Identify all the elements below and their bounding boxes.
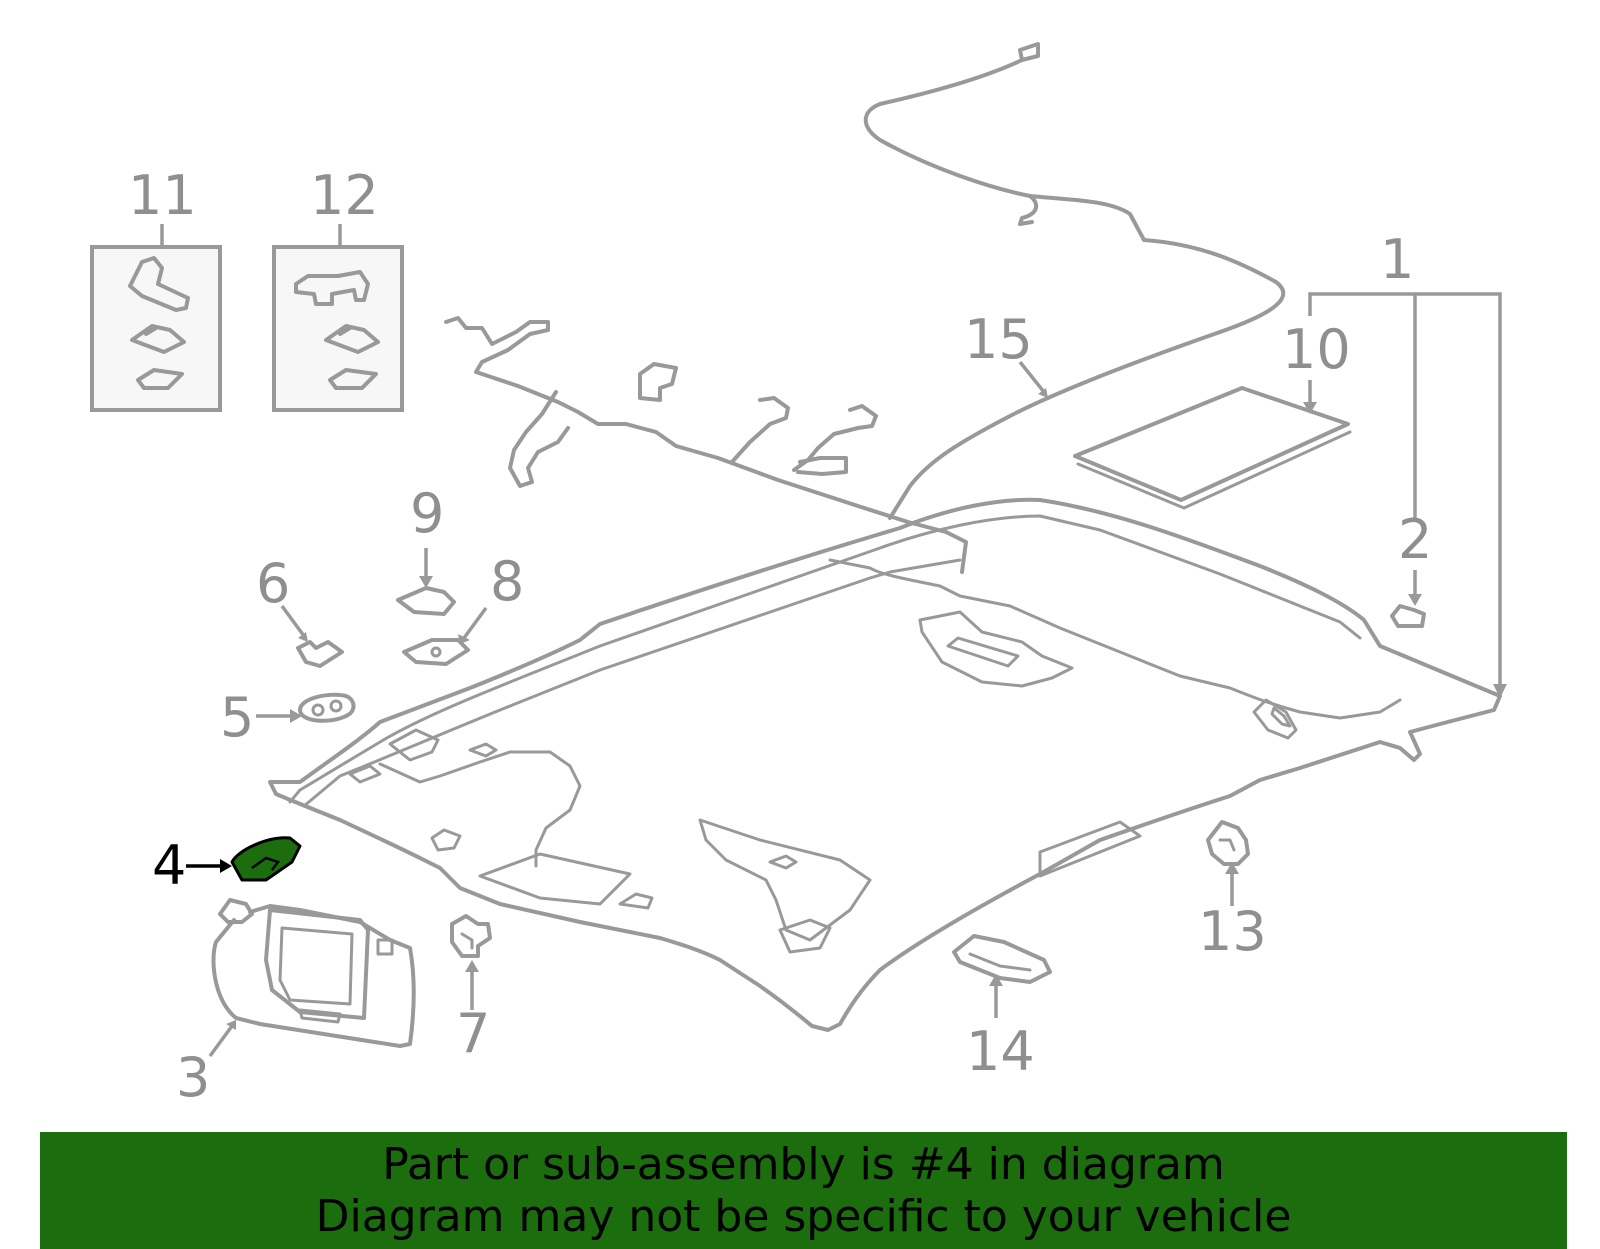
callout-12: 12 xyxy=(310,164,379,227)
banner-line-1: Part or sub-assembly is #4 in diagram xyxy=(382,1138,1225,1190)
part-9-bracket[interactable] xyxy=(396,586,456,616)
part-2-clip[interactable] xyxy=(1390,604,1426,628)
callout-2: 2 xyxy=(1398,508,1432,571)
info-banner: Part or sub-assembly is #4 in diagram Di… xyxy=(40,1132,1567,1249)
callout-9: 9 xyxy=(410,482,444,545)
callout-6: 6 xyxy=(256,552,290,615)
part-12-clip-kit[interactable] xyxy=(272,245,404,412)
callout-4: 4 xyxy=(152,834,186,897)
callout-3: 3 xyxy=(176,1046,210,1109)
part-10-panel[interactable] xyxy=(1073,386,1352,510)
callout-11: 11 xyxy=(128,164,197,227)
callout-15: 15 xyxy=(964,308,1033,371)
part-11-clip-kit[interactable] xyxy=(90,245,222,412)
part-8-bracket[interactable] xyxy=(402,638,470,666)
callout-10: 10 xyxy=(1282,318,1351,381)
part-1-headliner[interactable] xyxy=(268,497,1502,1032)
part-15-wire-harness[interactable] xyxy=(444,42,1286,574)
part-5-grommet[interactable] xyxy=(298,692,356,723)
part-7-clip[interactable] xyxy=(450,914,492,958)
part-4-visor-bracket[interactable] xyxy=(230,836,302,882)
callout-5: 5 xyxy=(220,686,254,749)
part-13-clip[interactable] xyxy=(1206,820,1250,866)
banner-line-2: Diagram may not be specific to your vehi… xyxy=(315,1190,1292,1242)
part-14-dome-lamp[interactable] xyxy=(952,934,1052,984)
part-3-sun-visor[interactable] xyxy=(211,898,416,1048)
callout-7: 7 xyxy=(456,1002,490,1065)
callout-8: 8 xyxy=(490,550,524,613)
callout-13: 13 xyxy=(1198,900,1267,963)
leader-lines xyxy=(160,224,1507,1058)
callout-labels: 11 12 1 10 15 2 9 8 6 5 4 3 7 14 13 xyxy=(128,164,1432,1109)
part-6-retainer[interactable] xyxy=(296,640,344,668)
callout-1: 1 xyxy=(1380,228,1414,291)
callout-14: 14 xyxy=(966,1020,1035,1083)
